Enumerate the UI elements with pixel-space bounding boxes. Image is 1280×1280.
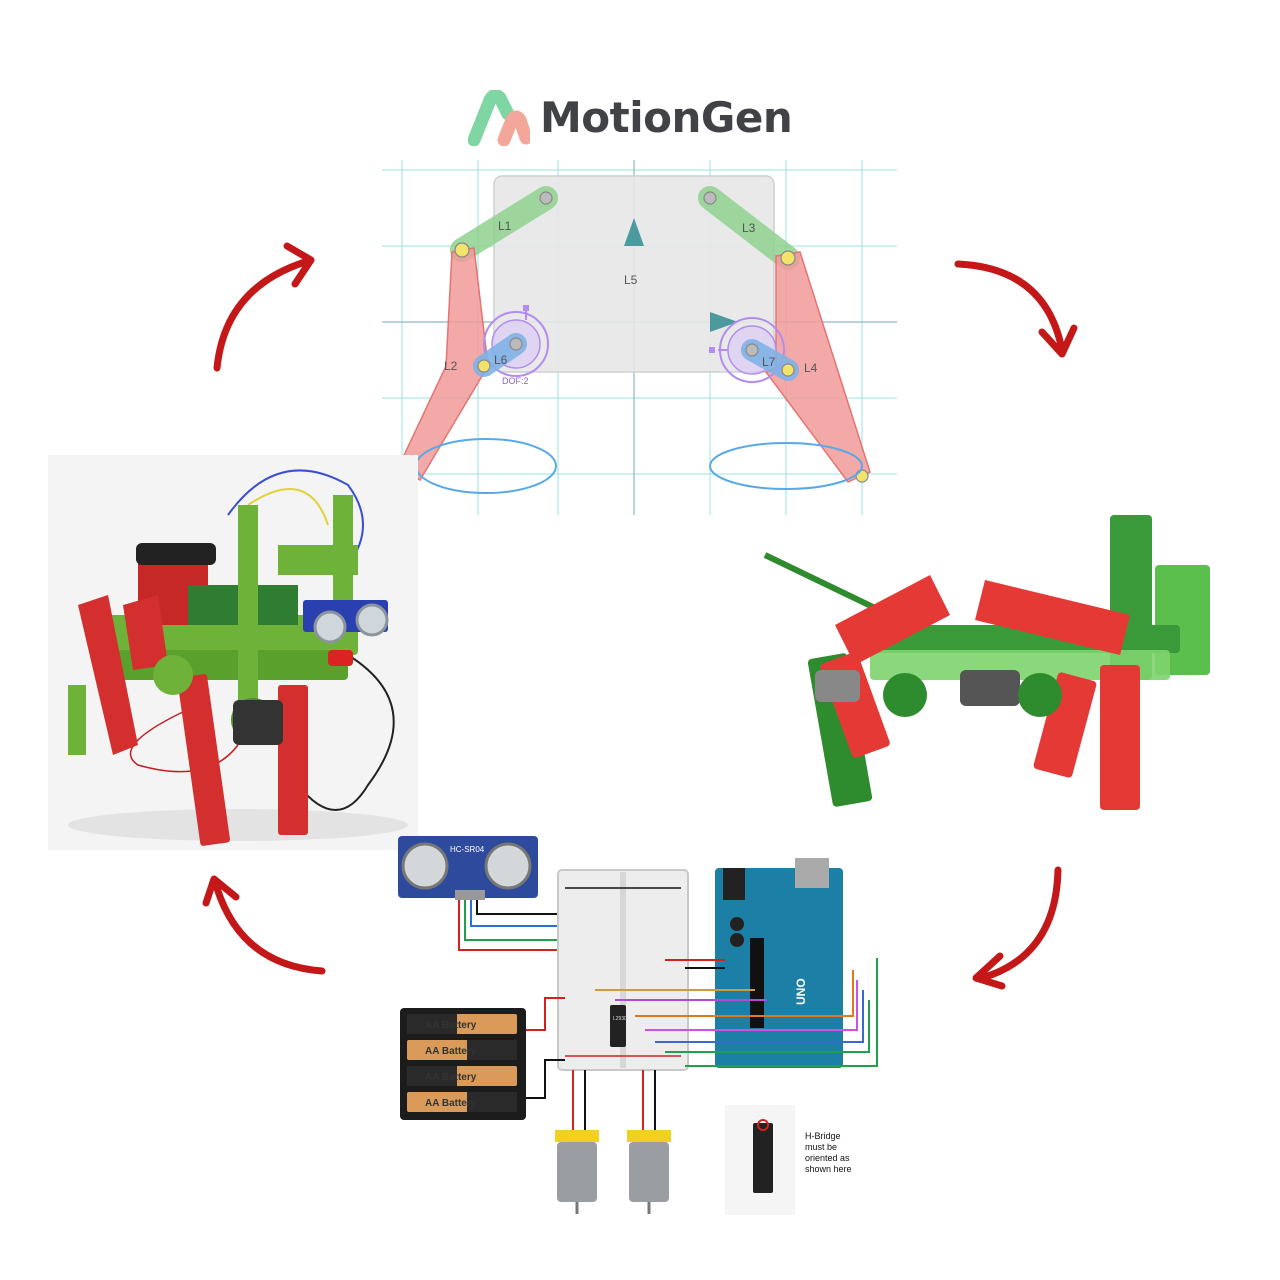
cycle-arrow-bottom-right bbox=[972, 866, 1062, 990]
ultrasonic-sensor: HC-SR04 bbox=[398, 836, 538, 900]
motiongen-logo: MotionGen bbox=[468, 88, 828, 152]
battery-label-4: AA Battery bbox=[425, 1098, 477, 1109]
hbridge-chip-icon bbox=[725, 1105, 795, 1215]
ground-up-arrow bbox=[624, 218, 644, 246]
label-l4: L4 bbox=[804, 361, 818, 375]
board-label: UNO bbox=[794, 978, 808, 1005]
dof-label: DOF:2 bbox=[502, 376, 529, 386]
battery-label-1: AA Battery bbox=[425, 1020, 477, 1031]
foot-path-left bbox=[415, 438, 557, 494]
hbridge-note: H-Bridge must be oriented as shown here bbox=[725, 1105, 885, 1215]
link-l7[interactable] bbox=[741, 339, 799, 381]
robot-photo-left bbox=[48, 455, 418, 850]
battery-label-3: AA Battery bbox=[425, 1072, 477, 1083]
battery-label-2: AA Battery bbox=[425, 1046, 477, 1057]
linkage-diagram: L5 L1 L3 L2 L4 L6 L7 DOF:2 bbox=[382, 160, 897, 515]
arduino-board: UNO bbox=[715, 858, 843, 1068]
cycle-arrow-top-left bbox=[213, 242, 315, 372]
link-l1[interactable] bbox=[450, 186, 558, 262]
label-l5: L5 bbox=[624, 273, 638, 287]
circuit-diagram: HC-SR04 L293D UNO bbox=[398, 836, 878, 1214]
motiongen-logo-mark bbox=[468, 90, 530, 146]
sensor-label: HC-SR04 bbox=[450, 845, 485, 854]
robot-photo-right bbox=[763, 515, 1210, 810]
label-l6: L6 bbox=[494, 353, 508, 367]
label-l2: L2 bbox=[444, 359, 458, 373]
link-l3[interactable] bbox=[698, 186, 800, 270]
battery-pack: AA Battery AA Battery AA Battery AA Batt… bbox=[400, 1008, 526, 1120]
label-l3: L3 bbox=[742, 221, 756, 235]
ground-right-arrow bbox=[710, 312, 738, 332]
link-l2[interactable] bbox=[397, 247, 489, 482]
hbridge-note-text: H-Bridge must be oriented as shown here bbox=[805, 1131, 852, 1174]
dc-motors bbox=[555, 1070, 671, 1214]
label-l1: L1 bbox=[498, 219, 512, 233]
cycle-arrow-top-right bbox=[954, 260, 1078, 358]
foot-path-right bbox=[709, 442, 863, 490]
cycle-arrow-bottom-left bbox=[202, 875, 326, 975]
chip-label: L293D bbox=[613, 1016, 628, 1022]
motiongen-wordmark: MotionGen bbox=[540, 93, 793, 142]
breadboard: L293D bbox=[557, 869, 689, 1071]
ground-link-l5 bbox=[493, 175, 775, 373]
label-l7: L7 bbox=[762, 355, 776, 369]
